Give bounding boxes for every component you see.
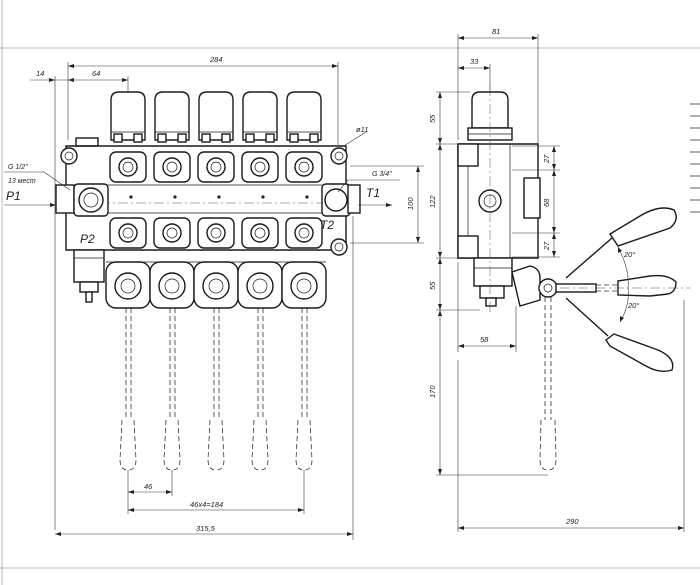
- side-handle-horizontal: [560, 274, 690, 297]
- dim-handle-reach: 290: [565, 517, 579, 526]
- lower-ports: [109, 217, 323, 249]
- mount-holes: [60, 147, 348, 256]
- label-t2: T2: [320, 218, 334, 232]
- thread-p-label: G 1/2": [8, 164, 28, 171]
- dim-upper-port: 27: [542, 154, 551, 164]
- side-lever-fitting: [473, 257, 597, 307]
- dim-spool-pitch: 46: [144, 482, 153, 491]
- side-dimensions: [436, 34, 685, 532]
- spool-caps: [75, 91, 322, 147]
- mount-hole-label: ø11: [356, 125, 368, 134]
- side-handle-down: [565, 297, 674, 373]
- dim-overall-depth: 81: [492, 27, 500, 36]
- side-view: 81 33 55 122 55 170 27 68 27 58 290 20° …: [428, 27, 690, 532]
- relief-plugs: [82, 195, 330, 204]
- lever-handles: [119, 308, 313, 471]
- dim-port-center: 68: [542, 198, 551, 207]
- label-p1: P1: [6, 189, 21, 203]
- dim-lower-port: 27: [542, 241, 551, 251]
- dim-base-depth: 58: [480, 335, 489, 344]
- dim-angle-up: 20°: [623, 250, 635, 259]
- dim-total-base-width: 315,5: [196, 524, 216, 533]
- side-body: [457, 143, 539, 259]
- thread-t-label: G 3/4": [372, 171, 392, 178]
- dim-port-spacing: 100: [406, 197, 415, 210]
- front-view: 284 14 64 100 46 46x4=184 315,5 ø11 G 1/…: [4, 55, 424, 540]
- dim-cap-height: 55: [428, 114, 437, 123]
- label-p2: P2: [80, 232, 95, 246]
- upper-ports: [109, 151, 323, 183]
- thread-p-note: 13 мест: [8, 178, 36, 185]
- lever-bosses: [105, 261, 327, 309]
- dim-left-offset: 14: [36, 69, 44, 78]
- dim-first-spool-offset: 64: [92, 69, 100, 78]
- dim-overall-width: 284: [209, 55, 223, 64]
- label-t1: T1: [366, 186, 380, 200]
- dim-spool-span: 46x4=184: [190, 500, 223, 509]
- dim-cap-offset: 33: [470, 57, 479, 66]
- relief-valve-p2: [73, 249, 105, 303]
- front-dimensions: [4, 62, 424, 540]
- inlet-port-p1: [55, 183, 109, 217]
- dim-angle-down: 20°: [627, 301, 639, 310]
- dim-body-height: 122: [428, 195, 437, 208]
- side-handle-vertical: [539, 297, 557, 471]
- dim-lower-height: 55: [428, 281, 437, 290]
- outlet-port-t1: [321, 183, 361, 217]
- title-block-edge: [690, 103, 700, 213]
- dim-handle-length: 170: [428, 385, 437, 398]
- side-handle-up: [565, 207, 677, 279]
